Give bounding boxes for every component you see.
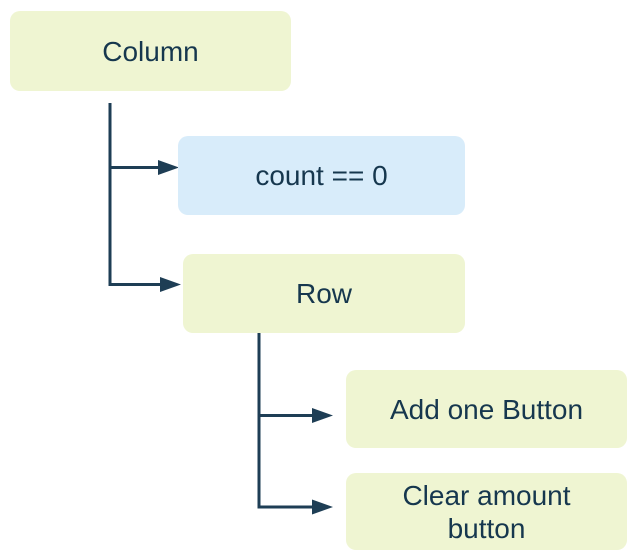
node-count-condition: count == 0 <box>178 136 465 215</box>
arrowhead-to-row <box>160 277 181 292</box>
arrowhead-to-clear-button <box>312 499 333 515</box>
node-column: Column <box>10 11 291 91</box>
node-row: Row <box>183 254 465 333</box>
node-column-label: Column <box>102 35 199 67</box>
node-add-one-button: Add one Button <box>346 370 627 448</box>
node-count-condition-label: count == 0 <box>255 160 388 191</box>
arrowhead-to-condition <box>158 160 179 175</box>
node-row-label: Row <box>295 278 352 309</box>
node-clear-amount-button: Clear amount button <box>346 473 627 550</box>
arrowhead-to-add-button <box>312 408 333 423</box>
node-clear-amount-button-label: Clear amount button <box>402 479 571 544</box>
node-add-one-button-label: Add one Button <box>389 393 584 425</box>
